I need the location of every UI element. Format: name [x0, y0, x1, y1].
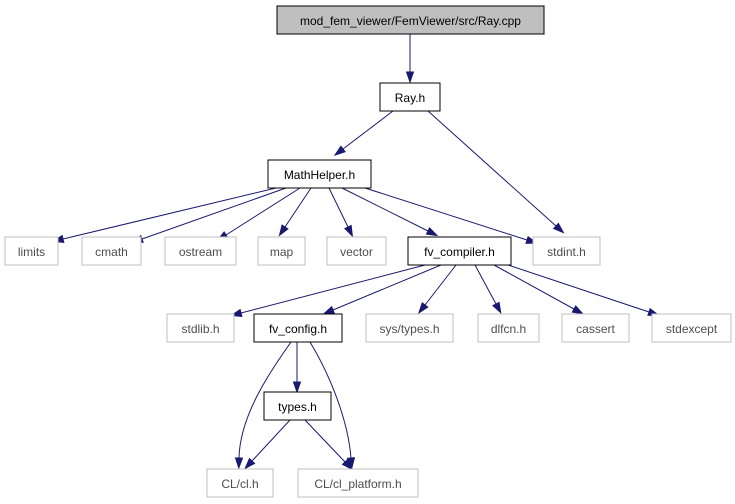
- node-types-h[interactable]: types.h: [263, 391, 332, 421]
- node-box: [379, 82, 441, 112]
- node-box: [561, 313, 630, 343]
- dependency-nodes: mod_fem_viewer/FemViewer/src/Ray.cppRay.…: [4, 5, 732, 498]
- node-label: sys/types.h: [379, 322, 439, 336]
- arrowhead-icon: [341, 458, 353, 471]
- node-box: [206, 468, 274, 498]
- edge-fv-config-h-to-cl-cl-h: [234, 341, 292, 470]
- node-box: [276, 5, 545, 35]
- node-label: MathHelper.h: [284, 168, 355, 182]
- node-box: [257, 236, 306, 266]
- node-cl-cl-h: CL/cl.h: [206, 468, 274, 498]
- node-label: dlfcn.h: [491, 322, 526, 336]
- node-fv-config-h[interactable]: fv_config.h: [253, 313, 343, 343]
- node-label: fv_config.h: [269, 322, 327, 336]
- node-label: mod_fem_viewer/FemViewer/src/Ray.cpp: [300, 14, 521, 28]
- arrowhead-icon: [552, 222, 565, 234]
- arrowhead-icon: [333, 145, 346, 156]
- edge-mathhelper-h-to-limits: [51, 187, 277, 243]
- node-box: [651, 313, 732, 343]
- node-label: stdint.h: [547, 245, 586, 259]
- node-label: vector: [340, 245, 373, 259]
- edge-ray-cpp-to-ray-h: [405, 34, 415, 84]
- node-label: types.h: [278, 400, 317, 414]
- node-box: [365, 313, 454, 343]
- node-cl-cl-platform-h: CL/cl_platform.h: [297, 468, 419, 498]
- node-box: [326, 236, 387, 266]
- node-stdexcept: stdexcept: [651, 313, 732, 343]
- edge-fv-compiler-h-to-sys-types-h: [417, 264, 457, 315]
- node-stdlib-h: stdlib.h: [166, 313, 235, 343]
- edge-fv-compiler-h-to-stdexcept: [507, 264, 660, 316]
- arrowhead-icon: [244, 457, 256, 470]
- node-map: map: [257, 236, 306, 266]
- node-label: CL/cl.h: [221, 477, 258, 491]
- edge-fv-compiler-h-to-cassert: [493, 264, 585, 315]
- edge-types-h-to-cl-cl-h: [244, 419, 291, 470]
- node-fv-compiler-h[interactable]: fv_compiler.h: [407, 236, 512, 266]
- node-label: stdlib.h: [181, 322, 219, 336]
- node-cmath: cmath: [81, 236, 142, 266]
- node-box: [253, 313, 343, 343]
- edge-fv-compiler-h-to-fv-config-h: [322, 264, 442, 315]
- node-label: limits: [18, 245, 45, 259]
- edge-fv-compiler-h-to-dlfcn-h: [474, 264, 502, 315]
- node-box: [297, 468, 419, 498]
- edge-mathhelper-h-to-map: [278, 187, 312, 237]
- node-dlfcn-h: dlfcn.h: [477, 313, 540, 343]
- node-ostream: ostream: [164, 236, 237, 266]
- node-label: CL/cl_platform.h: [314, 477, 401, 491]
- arrowhead-icon: [492, 301, 502, 315]
- node-box: [4, 236, 59, 266]
- node-box: [166, 313, 235, 343]
- edge-mathhelper-h-to-ostream: [216, 187, 301, 242]
- node-box: [164, 236, 237, 266]
- node-box: [407, 236, 512, 266]
- edge-mathhelper-h-to-cmath: [131, 187, 287, 243]
- arrowhead-icon: [344, 224, 354, 238]
- edge-types-h-to-cl-platform-h: [304, 419, 353, 471]
- arrowhead-icon: [425, 227, 439, 237]
- arrowhead-icon: [292, 381, 302, 394]
- node-stdint-h: stdint.h: [532, 236, 601, 266]
- node-box: [263, 391, 332, 421]
- node-limits: limits: [4, 236, 59, 266]
- arrowhead-icon: [571, 305, 585, 315]
- edge-mathhelper-h-to-vector: [328, 187, 354, 238]
- arrowhead-icon: [417, 302, 429, 315]
- edge-ray-h-to-stdint-h: [427, 110, 565, 234]
- node-cassert: cassert: [561, 313, 630, 343]
- node-label: stdexcept: [666, 322, 718, 336]
- arrowhead-icon: [322, 305, 336, 315]
- node-mod-fem-viewer-femviewer-src-ray-cpp[interactable]: mod_fem_viewer/FemViewer/src/Ray.cpp: [276, 5, 545, 35]
- node-sys-types-h: sys/types.h: [365, 313, 454, 343]
- node-label: cmath: [95, 245, 128, 259]
- arrowhead-icon: [278, 224, 289, 237]
- edge-mathhelper-h-to-stdint-h: [364, 187, 538, 244]
- node-label: cassert: [576, 322, 615, 336]
- edge-fv-config-h-to-types-h: [292, 342, 302, 394]
- edge-fv-compiler-h-to-stdlib-h: [229, 264, 426, 317]
- node-box: [81, 236, 142, 266]
- node-vector: vector: [326, 236, 387, 266]
- edge-ray-h-to-mathhelper-h: [333, 110, 394, 156]
- node-label: Ray.h: [395, 91, 425, 105]
- node-label: fv_compiler.h: [424, 245, 495, 259]
- arrowhead-icon: [405, 71, 415, 84]
- node-box: [477, 313, 540, 343]
- node-box: [267, 159, 372, 189]
- node-box: [532, 236, 601, 266]
- node-mathhelper-h[interactable]: MathHelper.h: [267, 159, 372, 189]
- arrowhead-icon: [234, 457, 244, 470]
- node-label: ostream: [179, 245, 222, 259]
- node-ray-h[interactable]: Ray.h: [379, 82, 441, 112]
- node-label: map: [270, 245, 294, 259]
- edge-mathhelper-h-to-fv-compiler-h: [341, 187, 439, 237]
